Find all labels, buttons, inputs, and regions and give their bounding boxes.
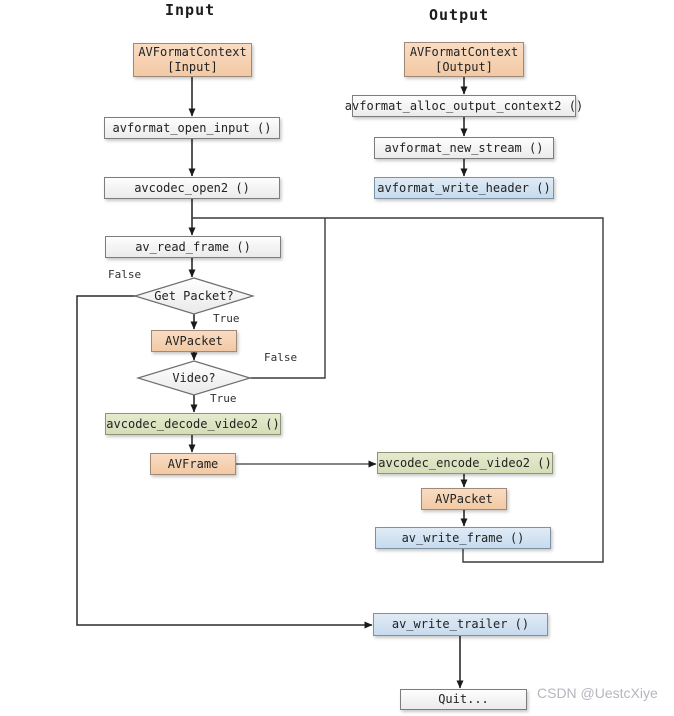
output-column-title: Output (429, 6, 490, 24)
node-avframe: AVFrame (150, 453, 236, 475)
node-avpacket-encode: AVPacket (421, 488, 507, 510)
label-video-true: True (210, 392, 237, 405)
decision-video-shape (135, 360, 253, 396)
node-avformat-context-input-line1: AVFormatContext (138, 45, 247, 59)
node-avformat-context-output-line1: AVFormatContext (409, 44, 519, 59)
edge-video-false-return (250, 218, 326, 379)
edge-writeframe-loop-return (192, 217, 604, 563)
node-av-write-trailer: av_write_trailer () (373, 613, 548, 636)
node-avformat-open-input: avformat_open_input () (104, 117, 280, 139)
label-get-packet-true: True (213, 312, 240, 325)
node-avpacket-decode: AVPacket (151, 330, 237, 352)
label-get-packet-false: False (108, 268, 142, 281)
node-avformat-context-input: AVFormatContext [Input] (133, 43, 252, 77)
edge-getpacket-false-to-writetrailer (76, 295, 373, 629)
csdn-watermark: CSDN @UestcXiye (537, 685, 658, 701)
node-avformat-alloc-output-context2: avformat_alloc_output_context2 () (345, 95, 583, 117)
node-avcodec-open2: avcodec_open2 () (104, 177, 280, 199)
node-avformat-context-output-line2: [Output] (435, 59, 493, 74)
decision-get-packet-label: Get Packet? (154, 289, 234, 303)
node-avcodec-encode-video2: avcodec_encode_video2 () (377, 452, 553, 474)
node-avformat-write-header: avformat_write_header () (374, 177, 554, 199)
decision-video-label: Video? (172, 371, 216, 385)
node-av-read-frame: av_read_frame () (105, 236, 281, 258)
node-avformat-new-stream: avformat_new_stream () (374, 137, 554, 159)
node-av-write-frame: av_write_frame () (375, 527, 551, 549)
node-avformat-context-input-line2: [Input] (167, 60, 218, 74)
node-avformat-context-output: AVFormatContext [Output] (404, 42, 524, 77)
decision-get-packet-shape (132, 277, 256, 315)
input-column-title: Input (165, 1, 216, 19)
node-avcodec-decode-video2: avcodec_decode_video2 () (105, 413, 281, 435)
label-video-false: False (264, 351, 298, 364)
node-quit: Quit... (400, 689, 527, 710)
